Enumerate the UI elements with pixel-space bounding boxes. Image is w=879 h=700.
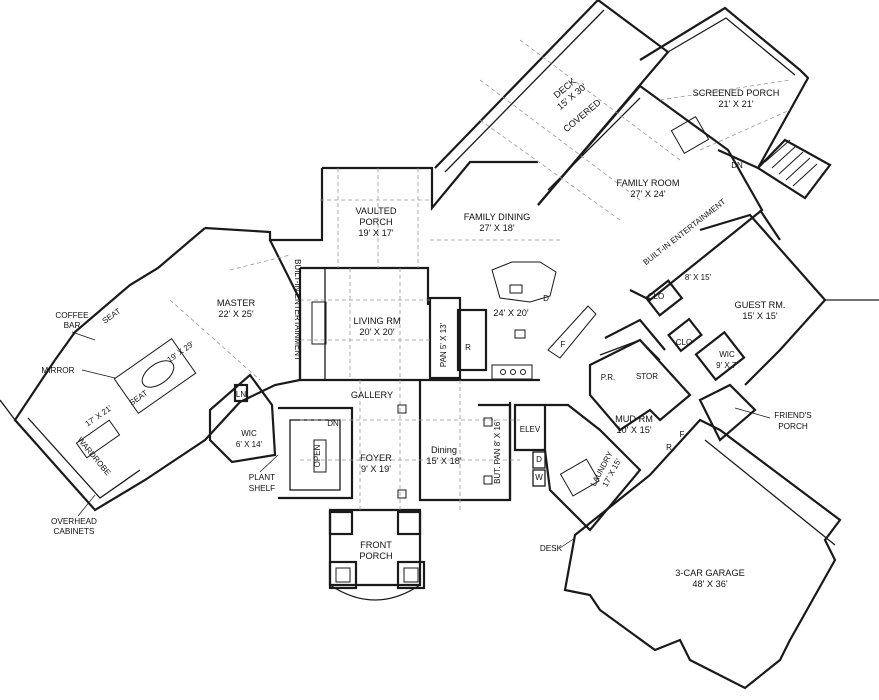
butler-pantry-name: BUT. PAN 8' X 16' xyxy=(493,420,502,484)
open-label: OPEN xyxy=(313,444,322,467)
seat-label-2: SEAT xyxy=(128,388,150,407)
garage-name: 3-CAR GARAGE xyxy=(675,568,744,578)
callout-coffee-bar-1: COFFEE xyxy=(55,311,89,320)
callout-friends-porch-1: FRIEND'S xyxy=(774,411,812,420)
guest-closet-dims: 8' X 15' xyxy=(685,273,712,282)
callout-coffee-bar-2: BAR xyxy=(64,321,81,330)
vaulted-porch-dims: 19' X 17' xyxy=(358,228,393,238)
family-room-name: FAMILY ROOM xyxy=(617,178,680,188)
d-label-1: D xyxy=(543,294,549,303)
family-dining-dims: 27' X 18' xyxy=(479,223,514,233)
vaulted-porch-name1: VAULTED xyxy=(355,206,396,216)
clo-label-1: CLO xyxy=(648,292,664,301)
kitchen-dims: 24' X 20' xyxy=(493,308,528,318)
master-wic-dims: 6' X 14' xyxy=(236,440,263,449)
callout-plant-shelf-2: SHELF xyxy=(249,484,275,493)
guest-wic-dims: 9' X 7' xyxy=(716,361,738,370)
r-label-1: R xyxy=(465,343,471,352)
callouts: COFFEE BAR MIRROR OVERHEAD CABINETS PLAN… xyxy=(41,311,812,553)
living-rm-dims: 20' X 20' xyxy=(359,327,394,337)
w-label: W xyxy=(535,473,543,482)
guest-rm-name: GUEST RM. xyxy=(735,300,786,310)
builtin-entertainment-2: BUILT-IN ENTERTAINMENT xyxy=(642,197,728,267)
vaulted-porch-name2: PORCH xyxy=(359,217,392,227)
master-name: MASTER xyxy=(217,298,256,308)
mud-rm-name: MUD RM xyxy=(615,414,653,424)
dn-label-1: DN xyxy=(731,161,743,170)
builtin-entertainment-1: BUILT-IN ENTERTAINMENT xyxy=(293,259,302,361)
master-wic-name: WIC xyxy=(241,429,257,438)
dining-dims: 15' X 18' xyxy=(426,456,461,466)
front-porch-name2: PORCH xyxy=(359,551,392,561)
callout-overhead-cabinets-2: CABINETS xyxy=(54,527,95,536)
mud-rm-dims: 10' X 15' xyxy=(616,425,651,435)
foyer-name: FOYER xyxy=(360,453,392,463)
callout-friends-porch-2: PORCH xyxy=(778,422,808,431)
screened-porch-dims: 21' X 21' xyxy=(718,99,753,109)
dn-label-2: DN xyxy=(327,419,339,428)
pantry-name: PAN 5' X 13' xyxy=(439,322,448,367)
clo-label-2: CLO xyxy=(676,338,692,347)
callout-mirror: MIRROR xyxy=(41,366,74,375)
gallery-name: GALLERY xyxy=(351,390,393,400)
front-porch-name1: FRONT xyxy=(360,540,392,550)
foyer-dims: 9' X 19' xyxy=(361,464,391,474)
dashed-lines xyxy=(169,39,791,510)
f-label-1: F xyxy=(561,340,566,349)
garage-dims: 48' X 36' xyxy=(692,579,727,589)
wardrobe-dims: 17' X 21' xyxy=(83,403,114,428)
master-dims: 22' X 25' xyxy=(218,309,253,319)
room-deck: DECK 15' X 30' xyxy=(552,76,589,112)
stor-name: STOR xyxy=(636,372,658,381)
callout-overhead-cabinets-1: OVERHEAD xyxy=(51,517,97,526)
screened-porch-name: SCREENED PORCH xyxy=(693,88,780,98)
dining-name: Dining xyxy=(431,445,457,455)
seat-label-1: SEAT xyxy=(101,306,123,325)
elev-name: ELEV xyxy=(520,425,541,434)
pr-name: P.R. xyxy=(601,373,616,382)
r-label-2: R xyxy=(666,443,672,452)
ln-label: LN xyxy=(236,390,246,399)
wardrobe-name: WARDROBE xyxy=(75,436,112,478)
f-label-2: F xyxy=(680,430,685,439)
family-room-dims: 27' X 24' xyxy=(630,189,665,199)
family-dining-name: FAMILY DINING xyxy=(464,212,531,222)
master-bath-dims: 19' X 29' xyxy=(165,339,196,364)
fixtures xyxy=(75,116,710,499)
d-label-2: D xyxy=(536,455,542,464)
callout-desk: DESK xyxy=(540,544,563,553)
guest-wic-name: WIC xyxy=(719,350,735,359)
callout-leaders xyxy=(71,331,771,549)
callout-plant-shelf-1: PLANT xyxy=(249,473,275,482)
guest-rm-dims: 15' X 15' xyxy=(742,311,777,321)
living-rm-name: LIVING RM xyxy=(354,316,401,326)
